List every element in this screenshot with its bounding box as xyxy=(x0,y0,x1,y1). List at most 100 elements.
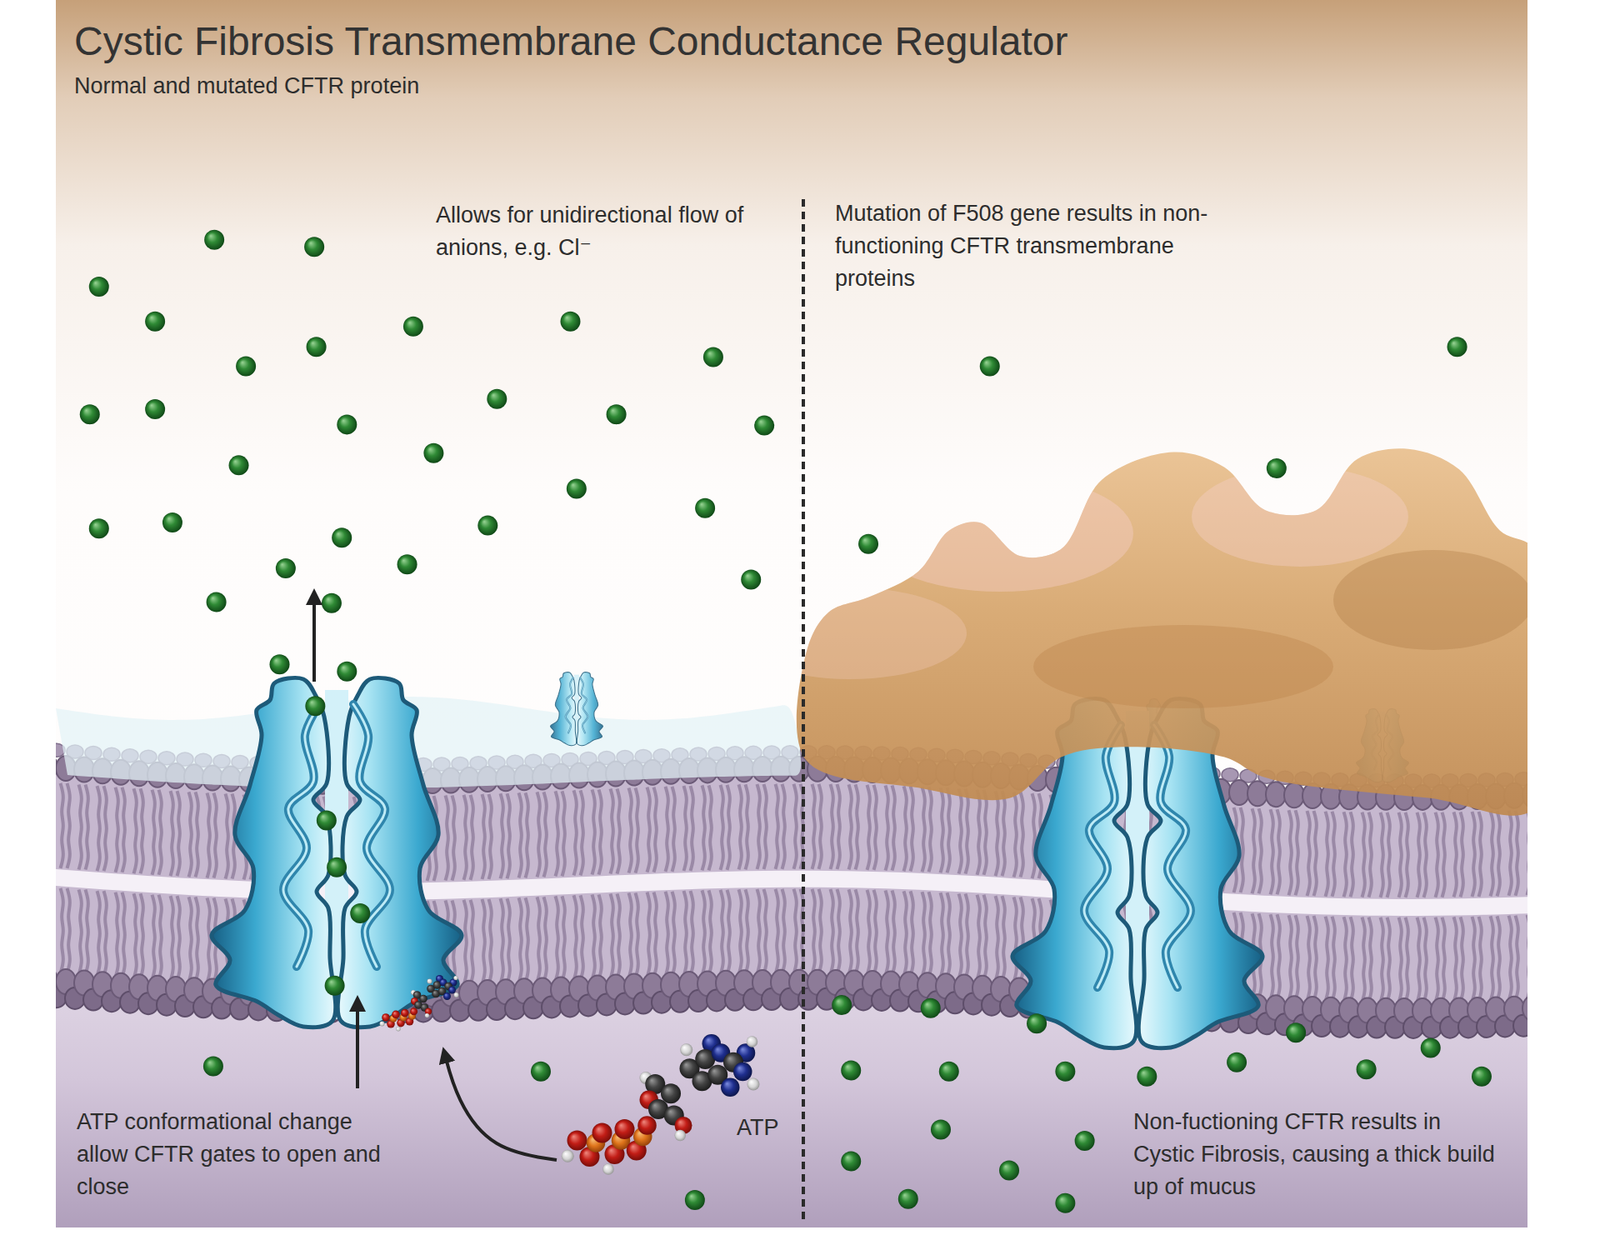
chloride-ion xyxy=(270,654,290,675)
atom-sphere xyxy=(637,1115,657,1135)
lipid-tail xyxy=(1270,809,1274,895)
lipid-head xyxy=(1522,995,1528,1021)
protein-half xyxy=(576,672,603,746)
lipid-tail xyxy=(647,892,650,978)
annotation: Non-fuctioning CFTR results in Cystic Fi… xyxy=(1133,1105,1509,1204)
chloride-ion xyxy=(331,527,352,548)
lipid-tail xyxy=(977,790,980,875)
lipid-tail xyxy=(1295,915,1299,1000)
lipid-tail xyxy=(1399,812,1402,898)
annotation: Allows for unidirectional flow of anions… xyxy=(435,199,745,265)
protein-gate xyxy=(283,704,320,967)
atom-sphere xyxy=(675,1130,687,1142)
lipid-tail xyxy=(819,889,822,975)
lipid-tail xyxy=(1479,916,1482,1002)
lipid-tail xyxy=(115,787,119,873)
subtitle: Normal and mutated CFTR protein xyxy=(74,70,420,103)
chloride-ion xyxy=(1356,1059,1377,1080)
lipid-tail xyxy=(1350,811,1354,897)
lipid-tail xyxy=(464,795,467,880)
chloride-ion xyxy=(477,515,498,536)
chloride-ion xyxy=(980,356,1000,377)
chloride-ion xyxy=(80,404,100,425)
lipid-tail xyxy=(775,784,779,870)
lipid-tail xyxy=(684,785,687,871)
lipid-tail xyxy=(782,784,785,870)
lipid-tail xyxy=(629,893,632,979)
lipid-tail xyxy=(947,787,950,873)
lipid-tail xyxy=(544,791,547,877)
lipid-tail xyxy=(1497,915,1500,1001)
chloride-ion xyxy=(1285,1022,1306,1043)
lipid-tail xyxy=(739,889,742,975)
lipid-tail xyxy=(1424,917,1427,1003)
mucus-highlight xyxy=(866,475,1134,592)
lipid-tail xyxy=(1442,917,1445,1003)
mucus-highlight xyxy=(1033,625,1334,709)
lipid-tail xyxy=(745,889,749,975)
chloride-ion xyxy=(325,975,345,996)
lipid-tail xyxy=(764,889,767,975)
lipid-tail xyxy=(1332,811,1335,897)
lipid-tail xyxy=(1362,812,1365,898)
lipid-tail xyxy=(959,788,962,874)
lipid-tail xyxy=(159,790,162,875)
lipid-tail xyxy=(1014,792,1017,878)
lipid-tail xyxy=(995,895,999,981)
atom-sphere xyxy=(747,1078,760,1091)
lipid-tail xyxy=(940,892,944,978)
lipid-tail xyxy=(555,895,559,981)
lipid-tail xyxy=(757,784,760,870)
lipid-tail xyxy=(1295,810,1299,895)
lipid-tail xyxy=(984,895,987,980)
lipid-tail xyxy=(720,890,724,975)
lipid-tail xyxy=(1405,812,1409,898)
lipid-tail xyxy=(562,790,565,876)
lipid-tail xyxy=(1380,812,1384,898)
chloride-ion xyxy=(350,903,370,924)
lipid-tail xyxy=(1399,917,1402,1003)
chloride-ion xyxy=(703,347,724,368)
lipid-tail xyxy=(207,793,210,879)
lipid-tail xyxy=(965,893,969,979)
lipid-tail xyxy=(1479,811,1482,897)
chloride-ion xyxy=(939,1061,960,1082)
lipid-tail xyxy=(812,784,815,870)
protein-gate xyxy=(565,677,574,733)
lipid-tail xyxy=(904,890,907,976)
lipid-tail xyxy=(1289,915,1292,1000)
lipid-tail xyxy=(104,785,107,871)
lipid-tail xyxy=(152,895,155,980)
lipid-tail xyxy=(1020,792,1024,878)
lipid-tail xyxy=(580,790,584,875)
lipid-tail xyxy=(702,785,705,870)
atom-sphere xyxy=(592,1123,613,1144)
cftr-protein xyxy=(550,672,603,746)
lipid-tail xyxy=(1252,808,1255,894)
atom-sphere xyxy=(425,1013,430,1018)
lipid-tail xyxy=(617,788,620,874)
lipid-tail xyxy=(104,890,107,976)
lipid-tail xyxy=(647,787,650,873)
chloride-ion xyxy=(1136,1066,1157,1087)
lipid-tail xyxy=(849,784,852,870)
protein-gate xyxy=(283,704,320,967)
lipid-tail xyxy=(910,785,914,871)
lipid-tail xyxy=(134,788,137,874)
lipid-tail xyxy=(1435,917,1439,1003)
lipid-tail xyxy=(519,792,522,878)
lipid-tail xyxy=(629,788,632,874)
lipid-head xyxy=(1284,782,1305,808)
lipid-tail xyxy=(544,896,547,982)
chloride-ion xyxy=(999,1160,1020,1180)
atom-sphere xyxy=(680,1043,693,1056)
lipid-tail xyxy=(489,794,492,880)
atom-sphere xyxy=(660,1083,681,1104)
lipid-tail xyxy=(1350,916,1354,1002)
lipid-tail xyxy=(867,785,870,870)
lipid-tail xyxy=(1454,916,1457,1002)
lipid-tail xyxy=(580,895,584,980)
lipid-tail xyxy=(482,794,485,880)
lipid-tail xyxy=(122,787,125,873)
lipid-tail xyxy=(1344,811,1347,897)
